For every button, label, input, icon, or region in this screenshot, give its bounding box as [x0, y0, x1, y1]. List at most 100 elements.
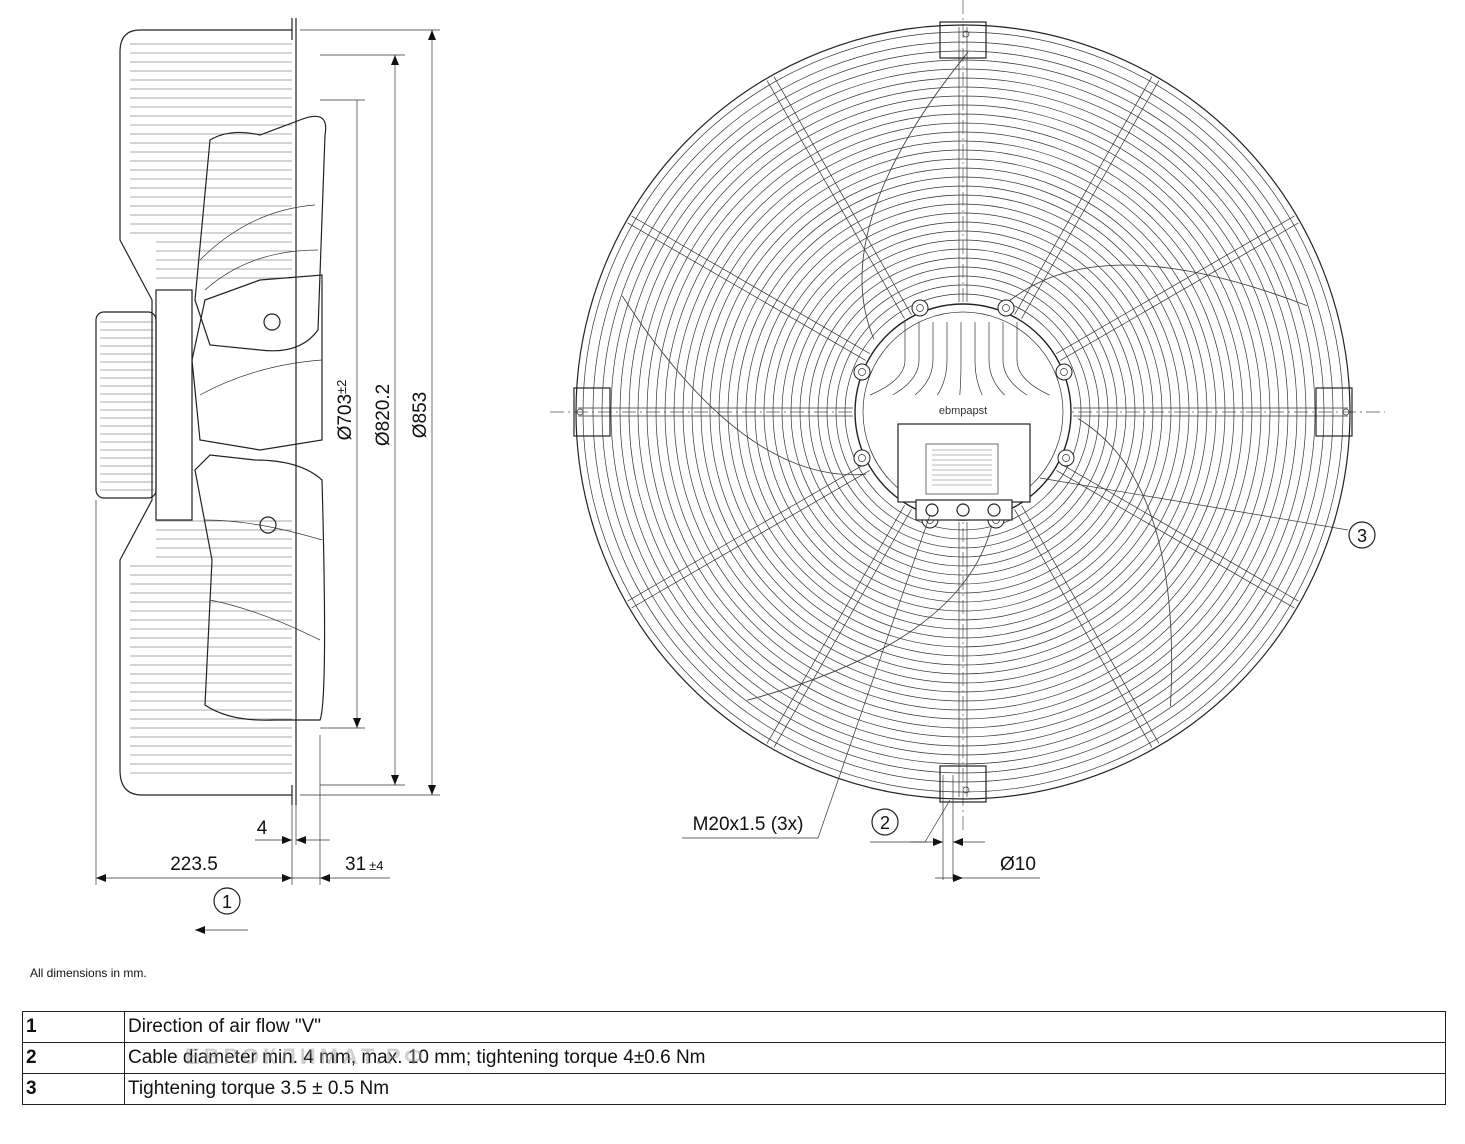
side-dimensions: Ø853 Ø820.2 Ø703±2 223.5 4 31±4 1 [95, 29, 440, 934]
guard-ring [799, 248, 1127, 576]
hub-fin [937, 322, 948, 396]
guard-spoke [1021, 505, 1160, 744]
legend-number: 2 [22, 1042, 125, 1074]
callout-3: 3 [1357, 526, 1367, 546]
guard-ring [664, 113, 1262, 711]
legend-row: 1 Direction of air flow "V" [22, 1011, 1446, 1043]
hub-fin [870, 322, 906, 396]
gland-thread-label: M20x1.5 (3x) [693, 814, 804, 835]
guard-ring [619, 68, 1307, 756]
nameplate-text-lines [932, 449, 992, 486]
front-dimensions: M20x1.5 (3x) 2 Ø10 3 [682, 477, 1376, 882]
guard-ring [601, 50, 1325, 774]
units-note: All dimensions in mm. [30, 966, 147, 980]
dim-blade-diameter: Ø820.2 [373, 384, 394, 446]
side-view [95, 18, 327, 805]
hub-fin [892, 322, 920, 396]
motor-housing [95, 311, 157, 499]
guard-spoke [1060, 222, 1299, 361]
guard-ring [628, 77, 1298, 747]
guard-ring [691, 140, 1235, 684]
bolt [997, 299, 1015, 317]
hub-fin [1016, 322, 1050, 396]
bracket-right [1315, 387, 1353, 437]
callout-3-circle [1348, 521, 1376, 549]
blade-curve [747, 523, 993, 701]
bolt [1055, 363, 1073, 381]
bolt-hole [858, 368, 866, 376]
blade-curve [1077, 418, 1173, 707]
guard-spoke [627, 222, 866, 361]
guard-spoke [1014, 76, 1153, 315]
blade-upper [194, 115, 327, 352]
legend-row: 2 Cable diameter min. 4 mm, max. 10 mm; … [22, 1042, 1446, 1074]
legend-number: 3 [22, 1073, 125, 1105]
legend-table: 1 Direction of air flow "V" 2 Cable diam… [22, 1011, 1446, 1105]
legend-text: Tightening torque 3.5 ± 0.5 Nm [124, 1073, 1446, 1105]
bolt-hole [1002, 304, 1010, 312]
bolt-hole [1062, 454, 1070, 462]
terminal-box [897, 423, 1031, 503]
guard-spoke [766, 505, 905, 744]
guard-spoke [1060, 463, 1299, 602]
bolt [1057, 449, 1075, 467]
guard-spokes [578, 27, 1348, 797]
guard-spoke [773, 509, 912, 748]
dim-guard-diameter: Ø853 [410, 392, 431, 438]
guard-ring [709, 158, 1217, 666]
guard-spoke [1021, 80, 1160, 319]
guard-ring [637, 86, 1289, 738]
guard-ring [745, 194, 1181, 630]
guard-ring [772, 221, 1154, 603]
guard-rings [592, 41, 1334, 783]
callout-2: 2 [880, 813, 890, 833]
guard-spoke [627, 463, 866, 602]
guard-ring [826, 275, 1100, 549]
front-view: ebmpapst [550, 0, 1385, 830]
guard-spoke [631, 470, 870, 609]
guard-spoke [1056, 215, 1295, 354]
hub-fin [959, 322, 962, 396]
callout-2-circle [871, 808, 899, 836]
motor-flange [155, 289, 193, 521]
hub-fin [914, 322, 934, 396]
legend-text: Cable diameter min. 4 mm, max. 10 mm; ti… [124, 1042, 1446, 1074]
bolt-hole [858, 454, 866, 462]
guard-ring [835, 284, 1091, 540]
guard-ring [610, 59, 1316, 765]
bracket-bottom [939, 765, 987, 803]
guard-ring [781, 230, 1145, 594]
guard-outer-ring [575, 24, 1351, 800]
hub-fin [988, 322, 1005, 396]
guard-spoke [1014, 509, 1153, 748]
blade-middle [191, 274, 323, 451]
guard-ring [655, 104, 1271, 720]
guard-ring [763, 212, 1163, 612]
blade-curve [861, 51, 969, 340]
bolt-hole [916, 304, 924, 312]
guard-spoke [766, 80, 905, 319]
bracket-left [573, 387, 611, 437]
legend-row: 3 Tightening torque 3.5 ± 0.5 Nm [22, 1073, 1446, 1105]
callout-1-circle [213, 887, 241, 915]
guard-ring [754, 203, 1172, 621]
guard-ring [700, 149, 1226, 675]
guard-ring [682, 131, 1244, 693]
hub-fins [870, 322, 1050, 396]
guard-ring [646, 95, 1280, 729]
guard-ring [808, 257, 1118, 567]
bolt [853, 363, 871, 381]
guard-ring [592, 41, 1334, 783]
dim-flange-depth: 4 [257, 818, 268, 839]
legend-text: Direction of air flow "V" [124, 1011, 1446, 1043]
bolt [853, 449, 871, 467]
hub-fin [974, 322, 983, 396]
guard-spoke [631, 215, 870, 354]
watermark: ЕВРОКЛИМАТ.РФ [185, 1044, 428, 1069]
guard-ring [673, 122, 1253, 702]
brand-logo: ebmpapst [939, 405, 987, 417]
blade-curve [621, 295, 867, 476]
cable-gland-strip [915, 499, 1013, 521]
blade-lower [194, 454, 326, 721]
bolt-hole [1060, 368, 1068, 376]
